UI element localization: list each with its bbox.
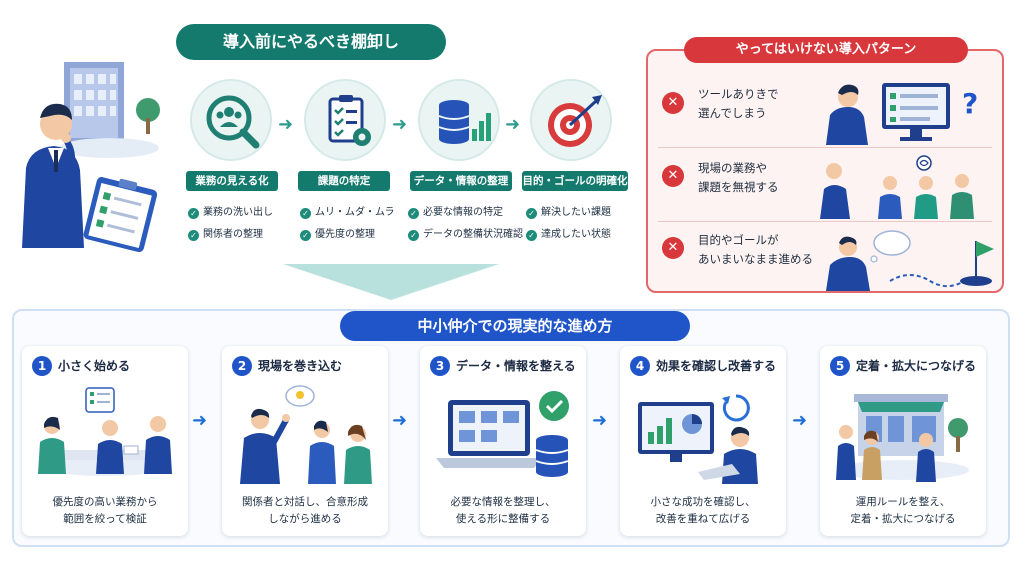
check-item: ✓解決したい課題 [526, 203, 611, 219]
step-card-prepare-data: 3 データ・情報を整える 必要な情報を整理し、 使える形に整備する [420, 346, 586, 536]
dont-patterns-title: やってはいけない導入パターン [684, 37, 968, 63]
flow-arrow-icon: ➜ [278, 114, 294, 135]
check-item: ✓データの整備状況確認 [408, 225, 523, 241]
discussion-illustration [240, 385, 372, 484]
down-arrow-icon [283, 264, 499, 300]
step-label-visualize: 業務の見える化 [186, 171, 278, 191]
check-item: ✓業務の洗い出し [188, 203, 273, 219]
step-description: 運用ルールを整え、 定着・拡大につなげる [850, 496, 956, 525]
section-title-inventory: 導入前にやるべき棚卸し [176, 24, 446, 60]
divider [658, 147, 992, 148]
flow-arrow-icon: ➜ [392, 410, 408, 431]
step-title: 効果を確認し改善する [656, 359, 777, 373]
step-label-goal: 目的・ゴールの明確化 [522, 171, 628, 191]
check-icon: ✓ [526, 230, 537, 241]
check-icon: ✓ [188, 230, 199, 241]
check-icon: ✓ [408, 230, 419, 241]
step-number: 5 [830, 356, 850, 376]
check-icon: ✓ [300, 230, 311, 241]
svg-text:?: ? [962, 87, 978, 120]
cross-icon: ✕ [662, 92, 684, 114]
database-chart-icon [418, 79, 500, 161]
check-item: ✓関係者の整理 [188, 225, 263, 241]
dont-patterns-panel: ✕ ツールありきで 選んでしまう ? ✕ 現場の業務や 課題を無視する ✕ 目的… [646, 49, 1004, 293]
unclear-goal-illustration [826, 230, 994, 291]
step-title: データ・情報を整える [456, 359, 576, 373]
step-card-check-improve: 4 効果を確認し改善する 小さな成功を確認し、 改善を重ねて広げる [620, 346, 786, 536]
cross-icon: ✕ [662, 237, 684, 259]
step-title: 小さく始める [58, 359, 131, 373]
step-number: 3 [430, 356, 450, 376]
step-title: 定着・拡大につなげる [856, 359, 977, 373]
tool-monitor-illustration: ? [826, 83, 978, 145]
dont-item-text: ツールありきで 選んでしまう [698, 87, 779, 120]
dont-item: ✕ ツールありきで 選んでしまう ? [648, 77, 1002, 147]
step-description: 小さな成功を確認し、 改善を重ねて広げる [650, 496, 756, 525]
step-card-involve-field: 2 現場を巻き込む 関係者と対話し、合意形成 しながら進める [222, 346, 388, 536]
flow-arrow-icon: ➜ [392, 114, 408, 135]
step-label-issues: 課題の特定 [298, 171, 390, 191]
office-team-illustration [836, 394, 969, 482]
dont-item: ✕ 目的やゴールが あいまいなまま進める [648, 223, 1002, 293]
flow-arrow-icon: ➜ [505, 114, 521, 135]
analysis-illustration [638, 394, 758, 484]
step-description: 優先度の高い業務から 範囲を絞って検証 [52, 496, 158, 525]
step-card-expand: 5 定着・拡大につなげる 運用ルールを整え、 定着・拡大につなげる [820, 346, 986, 536]
laptop-database-illustration [436, 391, 569, 477]
check-item: ✓ムリ・ムダ・ムラ [300, 203, 395, 219]
flow-arrow-icon: ➜ [192, 410, 208, 431]
step-number: 4 [630, 356, 650, 376]
check-item: ✓達成したい状態 [526, 225, 611, 241]
cross-icon: ✕ [662, 165, 684, 187]
section-title-practical: 中小仲介での現実的な進め方 [340, 311, 690, 341]
step-title: 現場を巻き込む [258, 359, 343, 373]
flow-arrow-icon: ➜ [592, 410, 608, 431]
meeting-illustration [38, 387, 172, 476]
step-description: 関係者と対話し、合意形成 しながら進める [242, 496, 368, 525]
check-icon: ✓ [300, 208, 311, 219]
flow-arrow-icon: ➜ [792, 410, 808, 431]
divider [658, 221, 992, 222]
check-icon: ✓ [408, 208, 419, 219]
step-number: 1 [32, 356, 52, 376]
target-icon [530, 79, 612, 161]
dont-item: ✕ 現場の業務や 課題を無視する [648, 151, 1002, 221]
check-item: ✓必要な情報の特定 [408, 203, 503, 219]
step-label-data: データ・情報の整理 [410, 171, 512, 191]
people-search-icon [190, 79, 272, 161]
step-card-start-small: 1 小さく始める 優先度の高い業務から 範囲を絞って検証 [22, 346, 188, 536]
check-icon: ✓ [188, 208, 199, 219]
ignored-workers-illustration [820, 155, 974, 219]
dont-item-text: 現場の業務や 課題を無視する [698, 161, 779, 194]
step-number: 2 [232, 356, 252, 376]
dont-item-text: 目的やゴールが あいまいなまま進める [698, 233, 813, 266]
checklist-gear-icon [304, 79, 386, 161]
thinking-businessman-illustration [22, 62, 160, 253]
step-description: 必要な情報を整理し、 使える形に整備する [450, 496, 556, 525]
check-icon: ✓ [526, 208, 537, 219]
check-item: ✓優先度の整理 [300, 225, 375, 241]
